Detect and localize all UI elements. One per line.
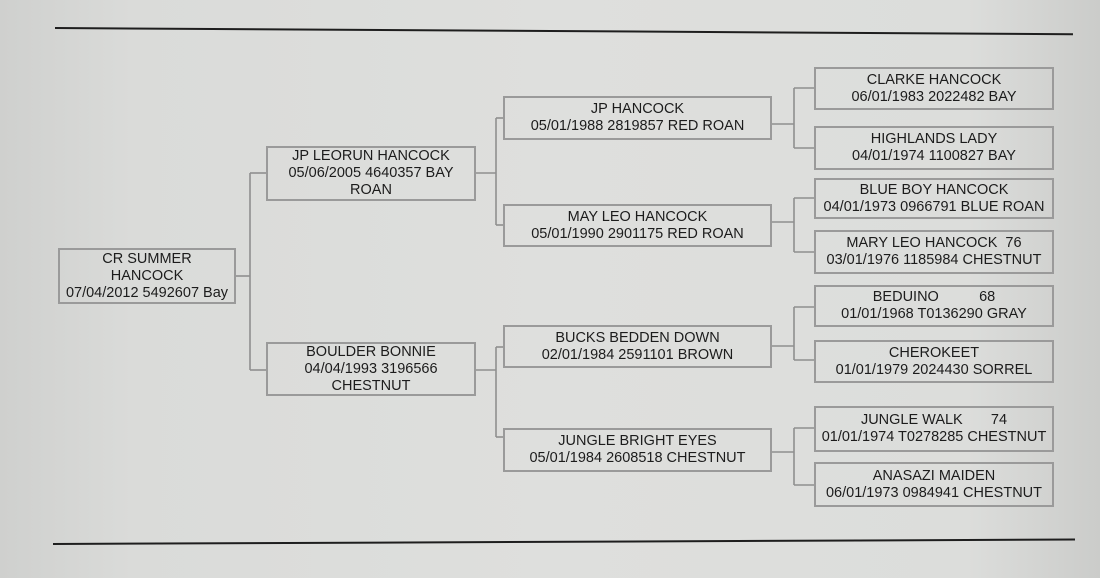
subject-horse-box: CR SUMMER HANCOCK 07/04/2012 5492607 Bay [58, 248, 236, 304]
horse-name: CLARKE HANCOCK [866, 71, 1002, 88]
horse-info: 04/01/1974 1100827 BAY [852, 148, 1016, 164]
horse-info: 01/01/1968 T0136290 GRAY [841, 306, 1027, 322]
horse-name: BEDUINO 68 [872, 289, 996, 305]
gen3-box: HIGHLANDS LADY 04/01/1974 1100827 BAY [814, 126, 1054, 170]
dam-dam-box: JUNGLE BRIGHT EYES 05/01/1984 2608518 CH… [503, 428, 772, 472]
horse-name: CR SUMMER HANCOCK [102, 250, 192, 284]
horse-info: 03/01/1976 1185984 CHESTNUT [826, 252, 1042, 268]
horse-name: JUNGLE WALK 74 [860, 412, 1008, 428]
horse-name: BUCKS BEDDEN DOWN [555, 329, 720, 346]
horse-name: BOULDER BONNIE [306, 343, 436, 360]
horse-name: JP HANCOCK [590, 101, 685, 117]
gen3-box: BLUE BOY HANCOCK 04/01/1973 0966791 BLUE… [814, 178, 1054, 219]
horse-info: 05/01/1988 2819857 RED ROAN [530, 118, 745, 134]
gen3-box: CLARKE HANCOCK 06/01/1983 2022482 BAY [814, 67, 1054, 110]
horse-info: 06/01/1973 0984941 CHESTNUT [825, 484, 1043, 501]
horse-info: 04/04/1993 3196566 CHESTNUT [304, 360, 438, 394]
horse-info: 01/01/1979 2024430 SORREL [835, 361, 1033, 378]
gen3-box: MARY LEO HANCOCK 76 03/01/1976 1185984 C… [814, 230, 1054, 274]
dam-box: BOULDER BONNIE 04/04/1993 3196566 CHESTN… [266, 342, 476, 396]
horse-name: BLUE BOY HANCOCK [859, 181, 1009, 198]
horse-info: 02/01/1984 2591101 BROWN [541, 346, 734, 363]
horse-name: MAY LEO HANCOCK [567, 208, 708, 225]
sire-box: JP LEORUN HANCOCK 05/06/2005 4640357 BAY… [266, 146, 476, 201]
horse-name: JUNGLE BRIGHT EYES [558, 433, 717, 449]
gen3-box: ANASAZI MAIDEN 06/01/1973 0984941 CHESTN… [814, 462, 1054, 507]
sire-dam-box: MAY LEO HANCOCK 05/01/1990 2901175 RED R… [503, 204, 772, 247]
horse-name: MARY LEO HANCOCK 76 [846, 235, 1022, 251]
gen3-box: CHEROKEET 01/01/1979 2024430 SORREL [814, 340, 1054, 383]
gen3-box: JUNGLE WALK 74 01/01/1974 T0278285 CHEST… [814, 406, 1054, 452]
horse-info: 04/01/1973 0966791 BLUE ROAN [823, 198, 1045, 215]
horse-info: 07/04/2012 5492607 Bay [65, 284, 229, 301]
sire-sire-box: JP HANCOCK 05/01/1988 2819857 RED ROAN [503, 96, 772, 140]
horse-name: ANASAZI MAIDEN [872, 467, 996, 484]
horse-name: JP LEORUN HANCOCK [292, 148, 450, 164]
dam-sire-box: BUCKS BEDDEN DOWN 02/01/1984 2591101 BRO… [503, 325, 772, 368]
horse-name: CHEROKEET [888, 344, 980, 361]
horse-info: 05/01/1990 2901175 RED ROAN [531, 225, 744, 242]
horse-info: 06/01/1983 2022482 BAY [851, 88, 1017, 105]
horse-name: HIGHLANDS LADY [870, 131, 998, 147]
horse-info: 05/06/2005 4640357 BAY ROAN [288, 165, 454, 198]
horse-info: 01/01/1974 T0278285 CHESTNUT [821, 429, 1047, 445]
gen3-box: BEDUINO 68 01/01/1968 T0136290 GRAY [814, 285, 1054, 327]
horse-info: 05/01/1984 2608518 CHESTNUT [529, 450, 746, 466]
